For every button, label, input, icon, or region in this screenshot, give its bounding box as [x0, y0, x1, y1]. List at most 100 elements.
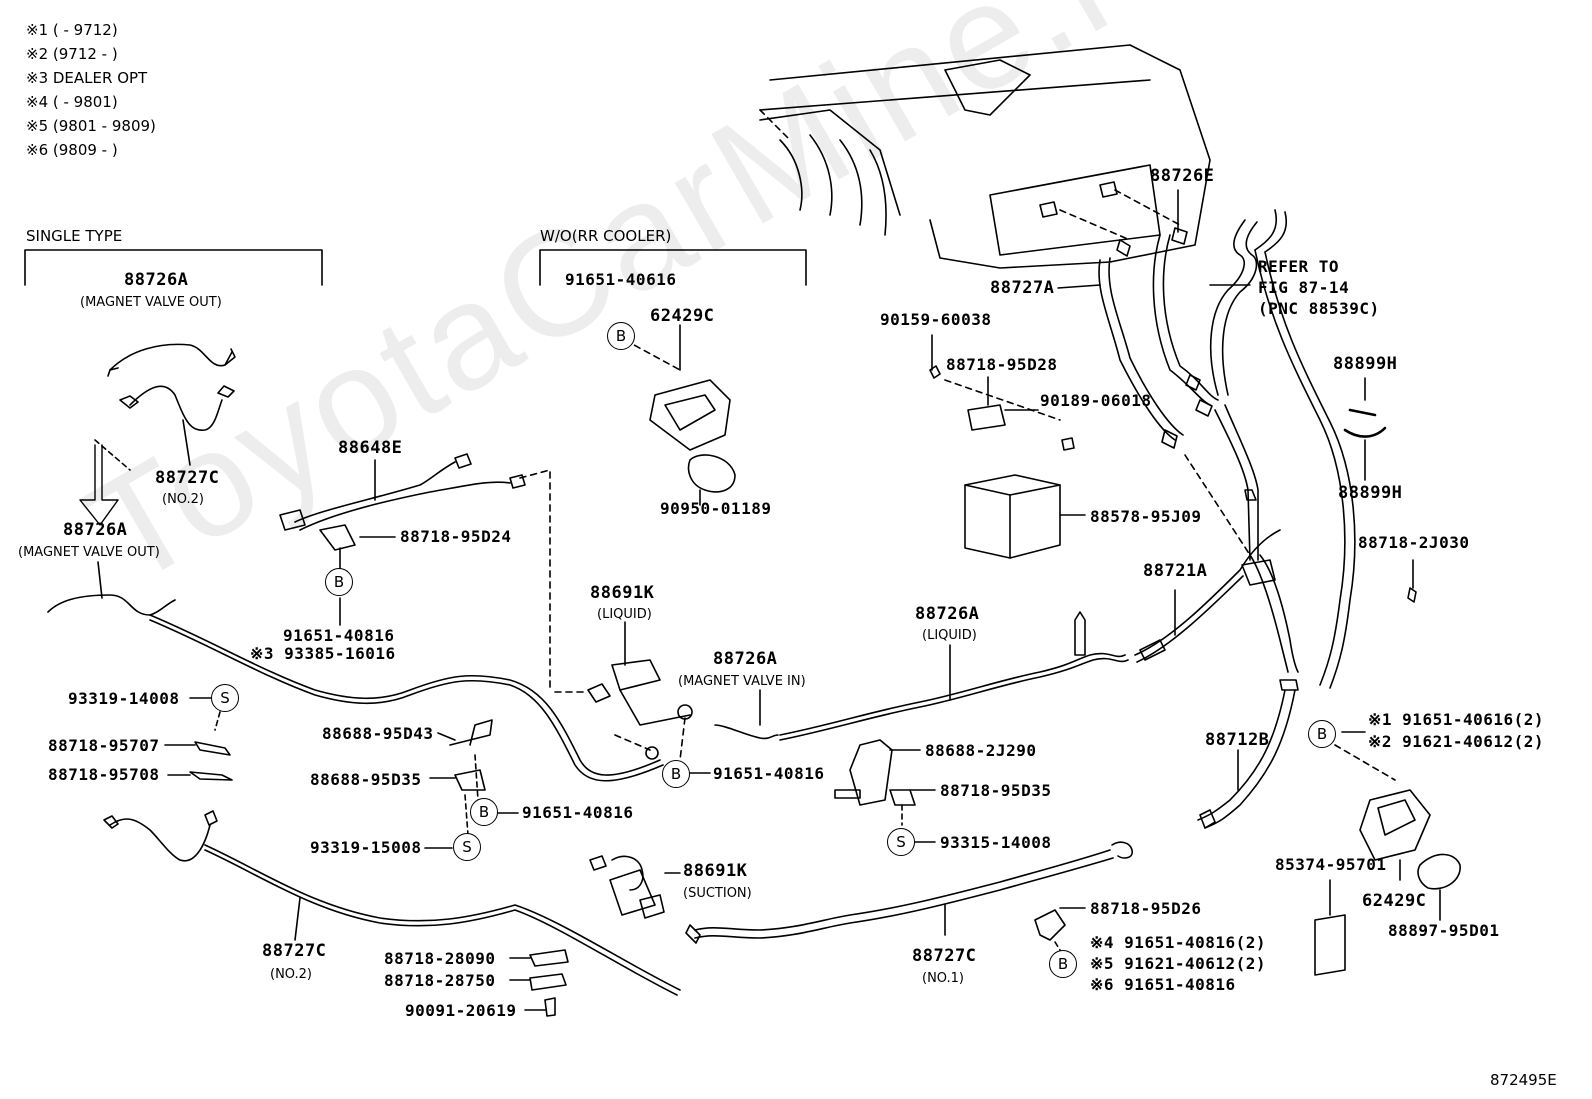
- note-4: ※4 ( - 9801): [26, 93, 118, 111]
- part-88718-2J030[interactable]: 88718-2J030: [1358, 533, 1470, 552]
- part-88691K-suction[interactable]: 88691K: [683, 861, 748, 881]
- wire-harness: [279, 453, 551, 691]
- part-note4-91651-40816[interactable]: ※4 91651-40816(2): [1090, 933, 1267, 952]
- refer-line-3: (PNC 88539C): [1258, 299, 1380, 318]
- note-6: ※6 (9809 - ): [26, 141, 118, 159]
- note-5: ※5 (9801 - 9809): [26, 117, 156, 135]
- part-note2-91621-40612[interactable]: ※2 91621-40612(2): [1368, 732, 1545, 751]
- part-88578-95J09[interactable]: 88578-95J09: [1090, 507, 1202, 526]
- figure-code: 872495E: [1490, 1071, 1557, 1089]
- part-85374-95701[interactable]: 85374-95701: [1275, 855, 1387, 874]
- direction-arrow-shape: [79, 444, 119, 526]
- part-88899H-top[interactable]: 88899H: [1333, 354, 1398, 374]
- part-88688-2J290[interactable]: 88688-2J290: [925, 741, 1037, 760]
- part-88718-28750[interactable]: 88718-28750: [384, 971, 496, 990]
- part-90950-01189[interactable]: 90950-01189: [660, 499, 772, 518]
- part-88718-95D28[interactable]: 88718-95D28: [946, 355, 1058, 374]
- no1-pipe: [685, 841, 1134, 944]
- part-91651-40816-c[interactable]: 91651-40816: [713, 764, 825, 783]
- part-88727A[interactable]: 88727A: [990, 278, 1055, 298]
- single-type-pipes: [79, 343, 236, 526]
- part-90189-06018[interactable]: 90189-06018: [1040, 391, 1152, 410]
- part-88691K-suction-desc: (SUCTION): [683, 886, 752, 901]
- part-90159-60038[interactable]: 90159-60038: [880, 310, 992, 329]
- liquid-solenoid-valve: [554, 621, 711, 774]
- part-88726A-liquid-desc: (LIQUID): [922, 628, 977, 643]
- part-90091-20619[interactable]: 90091-20619: [405, 1001, 517, 1020]
- callout-b-liquid-valve: B: [662, 760, 690, 788]
- part-88726A-magnet-out-1[interactable]: 88726A: [124, 270, 189, 290]
- part-93319-14008[interactable]: 93319-14008: [68, 689, 180, 708]
- part-88721A[interactable]: 88721A: [1143, 561, 1208, 581]
- drain-hose-parts: [624, 324, 736, 506]
- part-88727C-no2-bottom-desc: (NO.2): [270, 967, 312, 982]
- part-88718-95707[interactable]: 88718-95707: [48, 736, 160, 755]
- part-88727C-no1[interactable]: 88727C: [912, 946, 977, 966]
- bottom-clip-parts: [509, 949, 569, 1017]
- part-88726E[interactable]: 88726E: [1150, 166, 1215, 186]
- callout-b-88648E: B: [325, 568, 353, 596]
- suction-solenoid-valve: [589, 855, 681, 919]
- part-88718-28090[interactable]: 88718-28090: [384, 949, 496, 968]
- part-88718-95D24[interactable]: 88718-95D24: [400, 527, 512, 546]
- control-box-shape: [964, 474, 1061, 559]
- sealant-box-shape: [1314, 914, 1346, 976]
- single-type-bracket: [24, 249, 323, 286]
- part-88718-95708[interactable]: 88718-95708: [48, 765, 160, 784]
- part-note6-91651-40816[interactable]: ※6 91651-40816: [1090, 975, 1236, 994]
- part-88899H-bottom[interactable]: 88899H: [1338, 483, 1403, 503]
- part-88726A-liquid[interactable]: 88726A: [915, 604, 980, 624]
- part-88726A-magnet-out-2[interactable]: 88726A: [63, 520, 128, 540]
- callout-s-left-bottom: S: [453, 833, 481, 861]
- drain-cap-shape: [1359, 789, 1431, 861]
- part-88726A-magnet-in-desc: (MAGNET VALVE IN): [678, 674, 806, 689]
- part-88691K-liquid-desc: (LIQUID): [597, 607, 652, 622]
- part-62429C-bottom[interactable]: 62429C: [1362, 891, 1427, 911]
- part-88688-95D43[interactable]: 88688-95D43: [322, 724, 434, 743]
- part-93319-15008[interactable]: 93319-15008: [310, 838, 422, 857]
- part-note1-91651-40616[interactable]: ※1 91651-40616(2): [1368, 710, 1545, 729]
- part-91651-40816-a[interactable]: 91651-40816: [283, 626, 395, 645]
- part-note5-91621-40612[interactable]: ※5 91621-40612(2): [1090, 954, 1267, 973]
- callout-s-center: S: [887, 828, 915, 856]
- part-88726A-magnet-out-1-desc: (MAGNET VALVE OUT): [80, 295, 222, 310]
- refer-line-1: REFER TO: [1258, 257, 1340, 276]
- callout-b-no1: B: [1049, 950, 1077, 978]
- part-88727C-no2-top-desc: (NO.2): [162, 492, 204, 507]
- part-88712B[interactable]: 88712B: [1205, 730, 1270, 750]
- part-93385-16016[interactable]: ※3 93385-16016: [250, 644, 396, 663]
- note-1: ※1 ( - 9712): [26, 21, 118, 39]
- part-88718-95D26[interactable]: 88718-95D26: [1090, 899, 1202, 918]
- part-91651-40816-b[interactable]: 91651-40816: [522, 803, 634, 822]
- left-clamp-parts: [164, 697, 519, 849]
- part-88688-95D35[interactable]: 88688-95D35: [310, 770, 422, 789]
- part-88727C-no2-top[interactable]: 88727C: [155, 468, 220, 488]
- part-93315-14008[interactable]: 93315-14008: [940, 833, 1052, 852]
- wo-rr-cooler-bracket: [539, 249, 807, 286]
- no2-suction-pipe: [103, 810, 681, 996]
- part-62429C-top[interactable]: 62429C: [650, 306, 715, 326]
- part-91651-40616[interactable]: 91651-40616: [565, 270, 677, 289]
- note-2: ※2 (9712 - ): [26, 45, 118, 63]
- refer-line-2[interactable]: FIG 87-14: [1258, 278, 1350, 297]
- part-88727C-no2-bottom[interactable]: 88727C: [262, 941, 327, 961]
- right-hoses: [1057, 189, 1356, 829]
- callout-s-left-top: S: [211, 684, 239, 712]
- magnet-valve-out-pipe: [47, 561, 664, 782]
- callout-b-left-clamp: B: [470, 798, 498, 826]
- note-3: ※3 DEALER OPT: [26, 69, 148, 87]
- section-single-type: SINGLE TYPE: [26, 227, 123, 245]
- part-88897-95D01[interactable]: 88897-95D01: [1388, 921, 1500, 940]
- part-88726A-magnet-out-2-desc: (MAGNET VALVE OUT): [18, 545, 160, 560]
- section-wo-rr-cooler: W/O(RR COOLER): [540, 227, 672, 245]
- part-88648E[interactable]: 88648E: [338, 438, 403, 458]
- part-88691K-liquid[interactable]: 88691K: [590, 583, 655, 603]
- top-center-parts: [929, 334, 1461, 976]
- part-88718-95D35[interactable]: 88718-95D35: [940, 781, 1052, 800]
- liquid-pipe: [714, 611, 1129, 741]
- part-88726A-magnet-in[interactable]: 88726A: [713, 649, 778, 669]
- note-list: ※1 ( - 9712) ※2 (9712 - ) ※3 DEALER OPT …: [26, 18, 156, 162]
- engine-outline-shape: [759, 44, 1211, 269]
